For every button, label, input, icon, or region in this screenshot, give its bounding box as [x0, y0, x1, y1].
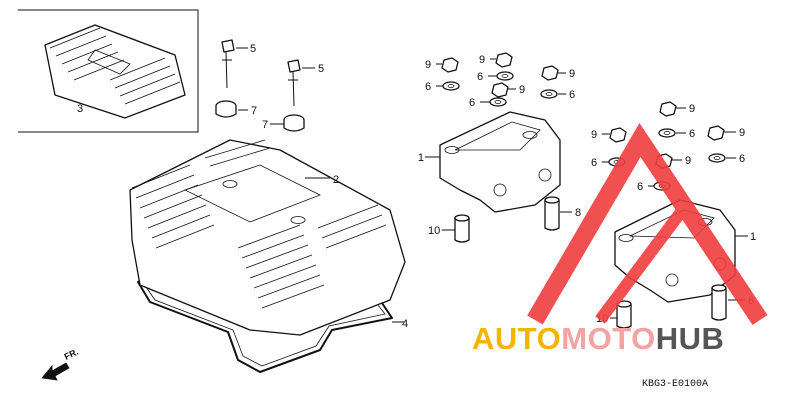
rocker-arm-holder-upper [425, 111, 561, 213]
watermark-triangle [527, 123, 768, 325]
watermark-text: AUTOMOTOHUB [472, 321, 724, 356]
watermark-moto: MOTO [561, 321, 655, 356]
grommet-7-right [270, 114, 305, 132]
callout-6-f: 6 [739, 153, 745, 165]
callout-9-h: 9 [685, 155, 691, 167]
callout-4: 4 [402, 318, 408, 330]
callout-6-b: 6 [477, 71, 483, 83]
nut-washer-cluster-upper [436, 52, 566, 107]
callout-8-upper: 8 [575, 207, 581, 219]
callout-6-a: 6 [425, 81, 431, 93]
cylinder-head-cover-small [44, 24, 186, 119]
callout-6-h: 6 [637, 181, 643, 193]
callout-9-a: 9 [425, 59, 431, 71]
callout-1-lower: 1 [750, 231, 756, 243]
callout-7-left: 7 [251, 105, 257, 117]
callout-9-d: 9 [519, 84, 525, 96]
callout-9-c: 9 [569, 68, 575, 80]
callout-9-b: 9 [479, 54, 485, 66]
grommet-7-left [215, 100, 248, 118]
dowel-pin-10-upper [442, 214, 470, 243]
callout-3: 3 [77, 103, 83, 115]
callout-10-upper: 10 [428, 225, 440, 237]
dowel-pin-10-lower [610, 300, 632, 329]
callout-5-right: 5 [318, 63, 324, 75]
callout-6-c: 6 [569, 89, 575, 101]
dowel-pin-8-upper [544, 196, 572, 231]
front-direction-arrow: FR. [41, 347, 80, 381]
callout-6-d: 6 [469, 97, 475, 109]
callout-9-g: 9 [591, 129, 597, 141]
direction-label: FR. [63, 347, 80, 362]
callout-9-f: 9 [739, 127, 745, 139]
inset-box: 3 [18, 9, 199, 133]
callout-7-right: 7 [262, 119, 268, 131]
dowel-pin-8-lower [711, 284, 745, 321]
callout-9-e: 9 [689, 103, 695, 115]
callout-1-upper: 1 [418, 152, 424, 164]
watermark-logo [527, 123, 768, 325]
cylinder-head-cover [129, 139, 406, 336]
callout-5-left: 5 [250, 43, 256, 55]
callout-2: 2 [333, 174, 339, 186]
bolt-5-right [287, 59, 315, 107]
watermark-hub: HUB [656, 321, 725, 356]
watermark-auto: AUTO [472, 321, 561, 356]
callout-6-g: 6 [591, 157, 597, 169]
bolt-5-left [221, 39, 248, 89]
inset-border [18, 9, 199, 133]
callout-6-e: 6 [689, 128, 695, 140]
diagram-part-code: KBG3-E0100A [642, 379, 708, 390]
